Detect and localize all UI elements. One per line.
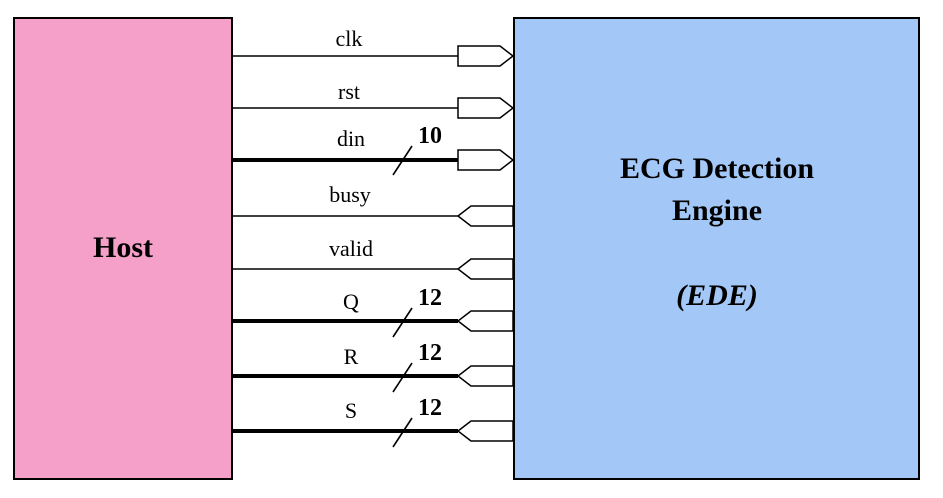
signal-din-port-in: [457, 149, 515, 171]
signal-s-bus-width: 12: [418, 395, 442, 421]
engine-title-line2: Engine: [672, 194, 762, 227]
host-label: Host: [93, 231, 153, 264]
signal-rst-port-in: [457, 97, 515, 119]
signal-q-label: Q: [343, 289, 359, 314]
signal-clk: clk: [232, 26, 515, 67]
host-block: [13, 17, 233, 480]
signal-clk-port-in: [457, 45, 515, 67]
signal-r-label: R: [344, 344, 359, 369]
signal-q: Q 12: [232, 285, 514, 338]
signal-valid-port-out: [456, 258, 514, 280]
signal-rst-label: rst: [338, 79, 360, 104]
signal-valid-label: valid: [329, 236, 373, 261]
signal-busy: busy: [232, 182, 514, 227]
signal-rst: rst: [232, 79, 515, 119]
signal-busy-port-out: [456, 205, 514, 227]
signal-din-bus-width: 10: [418, 123, 442, 149]
signal-s-label: S: [345, 398, 357, 423]
signal-valid: valid: [232, 236, 514, 280]
signal-q-bus-width: 12: [418, 285, 442, 311]
signal-clk-label: clk: [336, 26, 363, 51]
signal-r-bus-slash: [392, 362, 413, 393]
signal-q-port-out: [456, 310, 514, 332]
signal-s: S 12: [232, 395, 514, 448]
engine-subtitle: (EDE): [676, 279, 758, 312]
signal-s-port-out: [456, 420, 514, 442]
signal-q-bus-slash: [392, 307, 413, 338]
signal-r: R 12: [232, 340, 514, 393]
signal-r-port-out: [456, 365, 514, 387]
signal-r-bus-width: 12: [418, 340, 442, 366]
signal-din-label: din: [337, 126, 365, 151]
engine-block: [513, 17, 920, 480]
signal-din: din 10: [232, 123, 515, 176]
signal-busy-label: busy: [329, 182, 371, 207]
engine-title-line1: ECG Detection: [620, 152, 814, 185]
signal-s-bus-slash: [392, 417, 413, 448]
signal-din-bus-slash: [392, 145, 413, 176]
